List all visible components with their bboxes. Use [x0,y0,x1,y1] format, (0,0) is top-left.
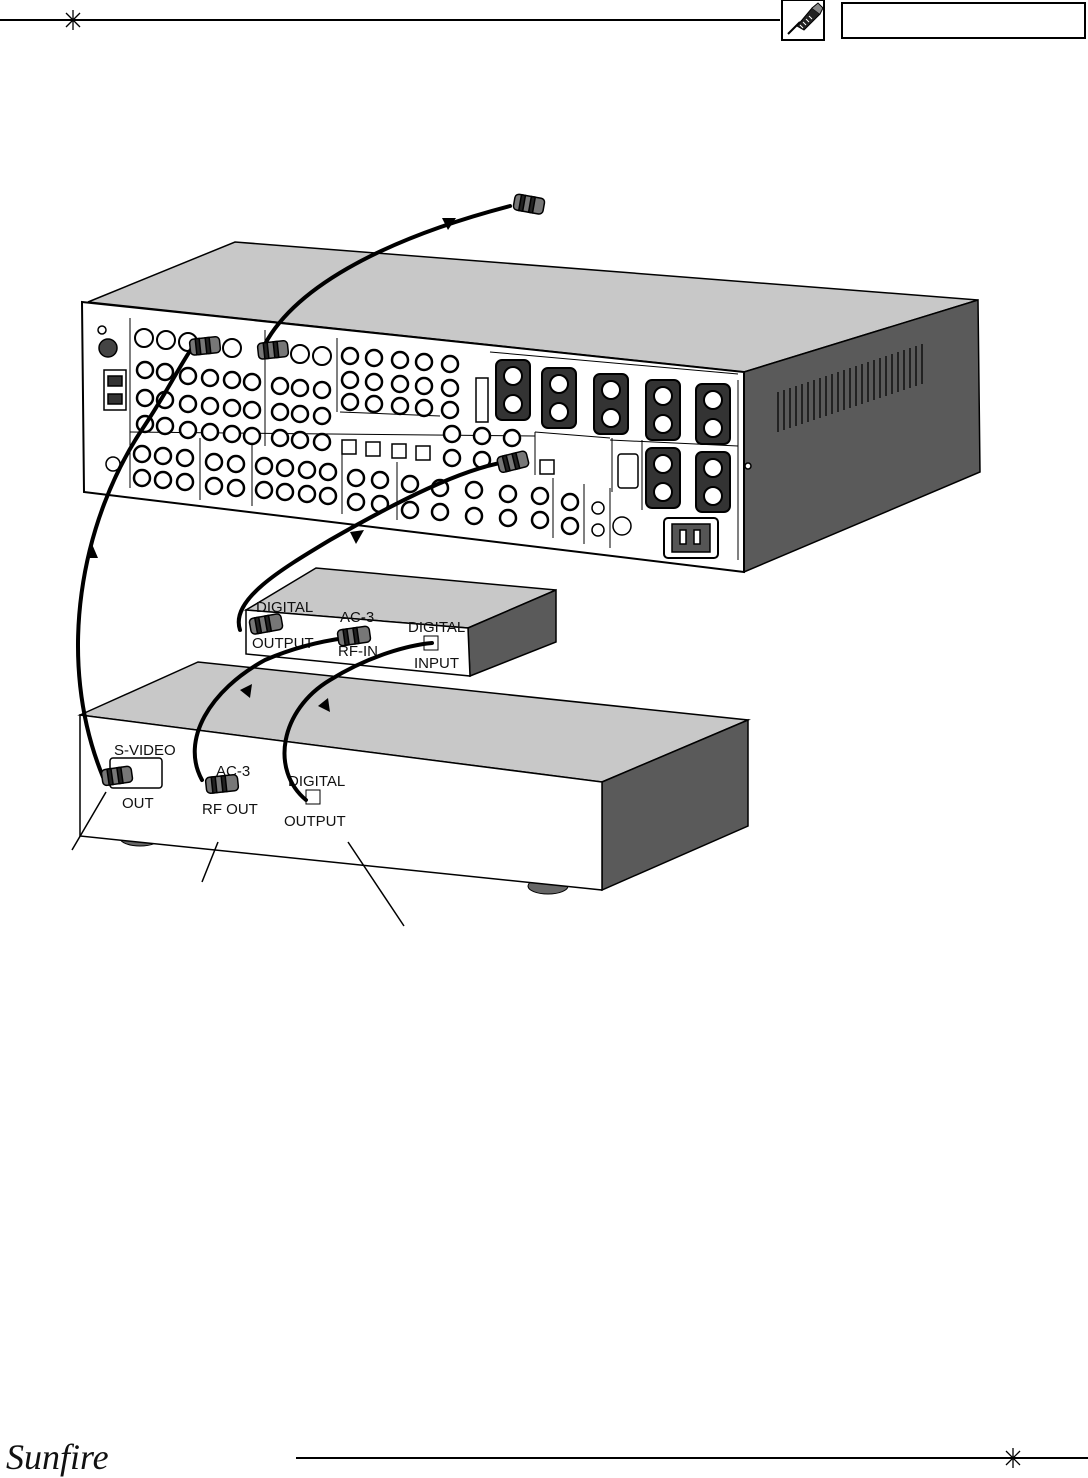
receiver [80,241,981,574]
rca-plug-icon [256,340,290,360]
digital-coax-cable [236,460,507,632]
header-rule [0,0,1086,41]
arrow-icon [350,530,364,544]
rca-plug-icon [336,625,372,647]
dac-ac3-label-bottom: RF-IN [338,643,378,660]
rca-plug-icon [188,336,222,356]
video-cable [260,204,512,352]
callout-leaders [71,791,405,927]
dac-digital-input-label-bottom: INPUT [414,655,459,672]
svideo-cable [76,346,194,779]
cables [76,204,512,802]
arrow-icon [240,684,252,698]
rca-plug-icon [204,774,240,794]
player-ac3-label-bottom: RF OUT [202,801,258,818]
rca-plug-icon [512,193,546,215]
digital-optical-cable [282,641,434,802]
cable-plugs [100,193,546,794]
ac3-rf-cable [192,636,347,782]
dac-digital-input-label-top: DIGITAL [408,619,465,636]
footer-rule [296,1448,1088,1468]
ac3-demodulator: DIGITAL OUTPUT AC-3 RF-IN DIGITAL INPUT [243,567,557,678]
star-ornament-icon [62,10,84,30]
player-digital-label-bottom: OUTPUT [284,813,346,830]
rca-plug-icon [781,0,825,41]
dac-digital-output-label-bottom: OUTPUT [252,635,314,652]
misc-connectors [97,325,752,559]
section-box [841,2,1086,39]
player-digital-label-top: DIGITAL [288,773,345,790]
player-svideo-label-bottom: OUT [122,795,154,812]
arrow-icon [86,544,98,558]
digital-output-port [305,789,321,805]
rca-jacks [132,346,580,536]
rca-plug-icon [496,450,530,474]
brand-logo: Sunfire [6,1437,109,1477]
speaker-terminals [495,359,731,513]
dac-digital-output-label-top: DIGITAL [256,599,313,616]
vent-slots [777,344,923,432]
rca-plug-icon [248,613,284,635]
direction-arrows [86,218,456,712]
player-svideo-label-top: S-VIDEO [114,742,176,759]
arrow-icon [442,218,456,230]
star-ornament-icon [1002,1448,1024,1468]
rca-plug-icon [100,765,134,787]
dac-ac3-label-top: AC-3 [340,609,374,626]
player: S-VIDEO OUT AC-3 RF OUT DIGITAL OUTPUT [77,661,751,895]
arrow-icon [318,698,330,712]
optical-ports [341,439,555,475]
